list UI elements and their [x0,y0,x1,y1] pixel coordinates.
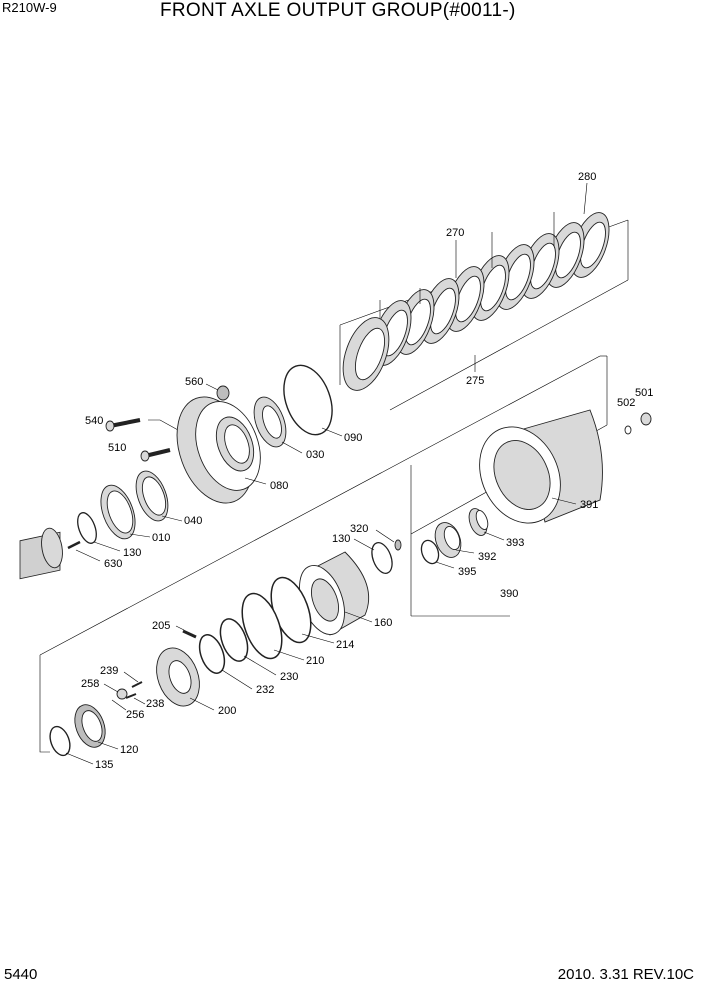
page-title: FRONT AXLE OUTPUT GROUP(#0011-) [160,0,516,21]
spring-239 [131,681,143,688]
label-160: 160 [374,617,392,629]
seal-040 [135,470,169,522]
pin-238 [125,693,137,699]
label-270: 270 [446,227,464,239]
plug-501 [640,412,652,426]
washer-320 [394,539,402,551]
snap-ring-135 [49,725,71,757]
label-090: 090 [344,432,362,444]
part-number-labels: 280 270 275 560 540 510 090 030 080 040 … [81,171,653,771]
label-392: 392 [478,551,496,563]
label-258: 258 [81,678,99,690]
label-395: 395 [458,566,476,578]
ring-395 [420,539,440,565]
bearing-392 [434,522,462,558]
label-205: 205 [152,620,170,632]
label-256: 256 [126,709,144,721]
label-391: 391 [580,499,598,511]
ring-gear-120 [74,704,106,748]
page-number: 5440 [4,966,38,983]
label-214: 214 [336,639,354,651]
o-ring-210 [241,592,283,660]
label-239: 239 [100,665,118,677]
carrier-200 [156,647,200,707]
label-390: 390 [500,588,518,600]
label-540: 540 [85,415,103,427]
plunger-258 [116,688,128,700]
label-230: 230 [280,671,298,683]
o-ring-130-left [77,512,97,544]
bearing-393 [468,508,489,536]
label-502: 502 [617,397,635,409]
label-630: 630 [104,558,122,570]
label-393: 393 [506,537,524,549]
bolt-540 [105,418,141,432]
bearing-030 [253,396,287,448]
o-ring-130-right [371,542,393,574]
pin-205 [182,629,197,639]
o-ring-230 [219,618,249,662]
label-130-left: 130 [123,547,141,559]
label-275: 275 [466,375,484,387]
spline-shaft [19,527,63,580]
housing-391 [479,409,603,524]
label-280: 280 [578,171,596,183]
plug-560 [216,385,230,401]
label-040: 040 [184,515,202,527]
label-120: 120 [120,744,138,756]
seal-010 [100,484,136,540]
o-ring-502 [624,425,632,435]
clutch-disc-pack [342,182,610,391]
label-200: 200 [218,705,236,717]
carrier-flange-080 [176,396,261,504]
label-232: 232 [256,684,274,696]
label-320: 320 [350,523,368,535]
label-510: 510 [108,442,126,454]
label-560: 560 [185,376,203,388]
o-ring-232 [198,634,226,674]
o-ring-090 [283,364,333,436]
label-210: 210 [306,655,324,667]
label-010: 010 [152,532,170,544]
revision-date: 2010. 3.31 REV.10C [557,966,694,983]
label-130-right: 130 [332,533,350,545]
label-030: 030 [306,449,324,461]
bolt-510 [140,448,171,462]
label-080: 080 [270,480,288,492]
steel-plates-270 [342,222,585,391]
label-238: 238 [146,698,164,710]
pin-630 [67,540,81,550]
label-135: 135 [95,759,113,771]
model-code: R210W-9 [2,0,57,15]
label-501: 501 [635,387,653,399]
